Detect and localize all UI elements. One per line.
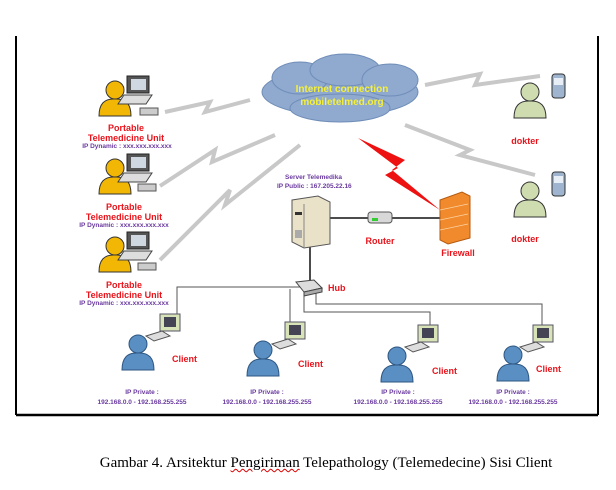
lan-cables xyxy=(176,286,543,328)
client-1 xyxy=(121,313,181,371)
portable-label-1a: Portable xyxy=(108,123,144,133)
doctor-2 xyxy=(513,171,566,218)
client-label-4: Client xyxy=(536,364,561,374)
firewall-bolt xyxy=(358,138,440,210)
client-ip-range-1: 192.168.0.0 - 192.168.255.255 xyxy=(98,399,187,406)
client-4 xyxy=(496,324,554,382)
portable-label-2b: Telemedicine Unit xyxy=(86,212,162,222)
mobile-phone-icon xyxy=(551,171,566,197)
firewall-icon xyxy=(439,191,471,245)
portable-ip-1: IP Dynamic : xxx.xxx.xxx.xxx xyxy=(82,143,172,150)
hub-label: Hub xyxy=(328,283,346,293)
cloud-title: Internet connection xyxy=(296,84,389,95)
client-ip-label-2: IP Private : xyxy=(250,389,283,396)
doctor-icon xyxy=(513,82,547,119)
portable-unit-3 xyxy=(98,231,157,273)
wireless-links xyxy=(158,71,541,262)
portable-unit-1 xyxy=(98,75,159,117)
portable-label-3b: Telemedicine Unit xyxy=(86,290,162,300)
doctor-1 xyxy=(513,73,566,119)
client-user-icon xyxy=(380,346,414,383)
mobile-phone-icon xyxy=(551,73,566,99)
client-user-icon xyxy=(121,334,155,371)
modem-icon xyxy=(137,183,157,192)
firewall-label: Firewall xyxy=(441,248,475,258)
caption-prefix: Gambar 4. Arsitektur xyxy=(99,455,231,471)
client-user-icon xyxy=(246,340,280,377)
caption-suffix: Telepathology (Telemedecine) Sisi Client xyxy=(299,455,553,471)
client-2 xyxy=(246,321,306,377)
internet-cloud xyxy=(261,53,419,123)
doctor-label-2: dokter xyxy=(511,234,539,244)
doctor-icon xyxy=(513,181,547,218)
server-ip: IP Public : 167.205.22.16 xyxy=(277,183,352,190)
caption-spellcheck-word: Pengiriman xyxy=(230,455,300,471)
client-user-icon xyxy=(496,345,530,382)
server-name: Server Telemedika xyxy=(285,174,342,181)
client-ip-label-3: IP Private : xyxy=(381,389,414,396)
client-ip-label-1: IP Private : xyxy=(125,389,158,396)
client-ip-range-3: 192.168.0.0 - 192.168.255.255 xyxy=(354,399,443,406)
portable-ip-3: IP Dynamic : xxx.xxx.xxx.xxx xyxy=(79,300,169,307)
doctor-label-1: dokter xyxy=(511,136,539,146)
client-ip-range-4: 192.168.0.0 - 192.168.255.255 xyxy=(469,399,558,406)
hub-icon xyxy=(295,279,323,297)
portable-unit-2 xyxy=(98,153,157,195)
modem-icon xyxy=(137,262,157,271)
portable-label-3a: Portable xyxy=(106,280,142,290)
client-label-1: Client xyxy=(172,354,197,364)
client-label-3: Client xyxy=(432,366,457,376)
network-architecture-diagram: Internet connection mobiletelmed.org Por… xyxy=(15,36,599,417)
portable-label-2a: Portable xyxy=(106,202,142,212)
client-3 xyxy=(380,324,439,383)
client-label-2: Client xyxy=(298,359,323,369)
client-ip-range-2: 192.168.0.0 - 192.168.255.255 xyxy=(223,399,312,406)
cloud-domain: mobiletelmed.org xyxy=(300,97,383,108)
figure-caption: Gambar 4. Arsitektur Pengiriman Telepath… xyxy=(0,455,616,472)
client-ip-label-4: IP Private : xyxy=(496,389,529,396)
server-icon xyxy=(291,195,331,249)
modem-icon xyxy=(139,107,159,116)
router-label: Router xyxy=(366,236,395,246)
portable-ip-2: IP Dynamic : xxx.xxx.xxx.xxx xyxy=(79,222,169,229)
router-icon xyxy=(367,211,393,224)
portable-label-1b: Telemedicine Unit xyxy=(88,133,164,143)
